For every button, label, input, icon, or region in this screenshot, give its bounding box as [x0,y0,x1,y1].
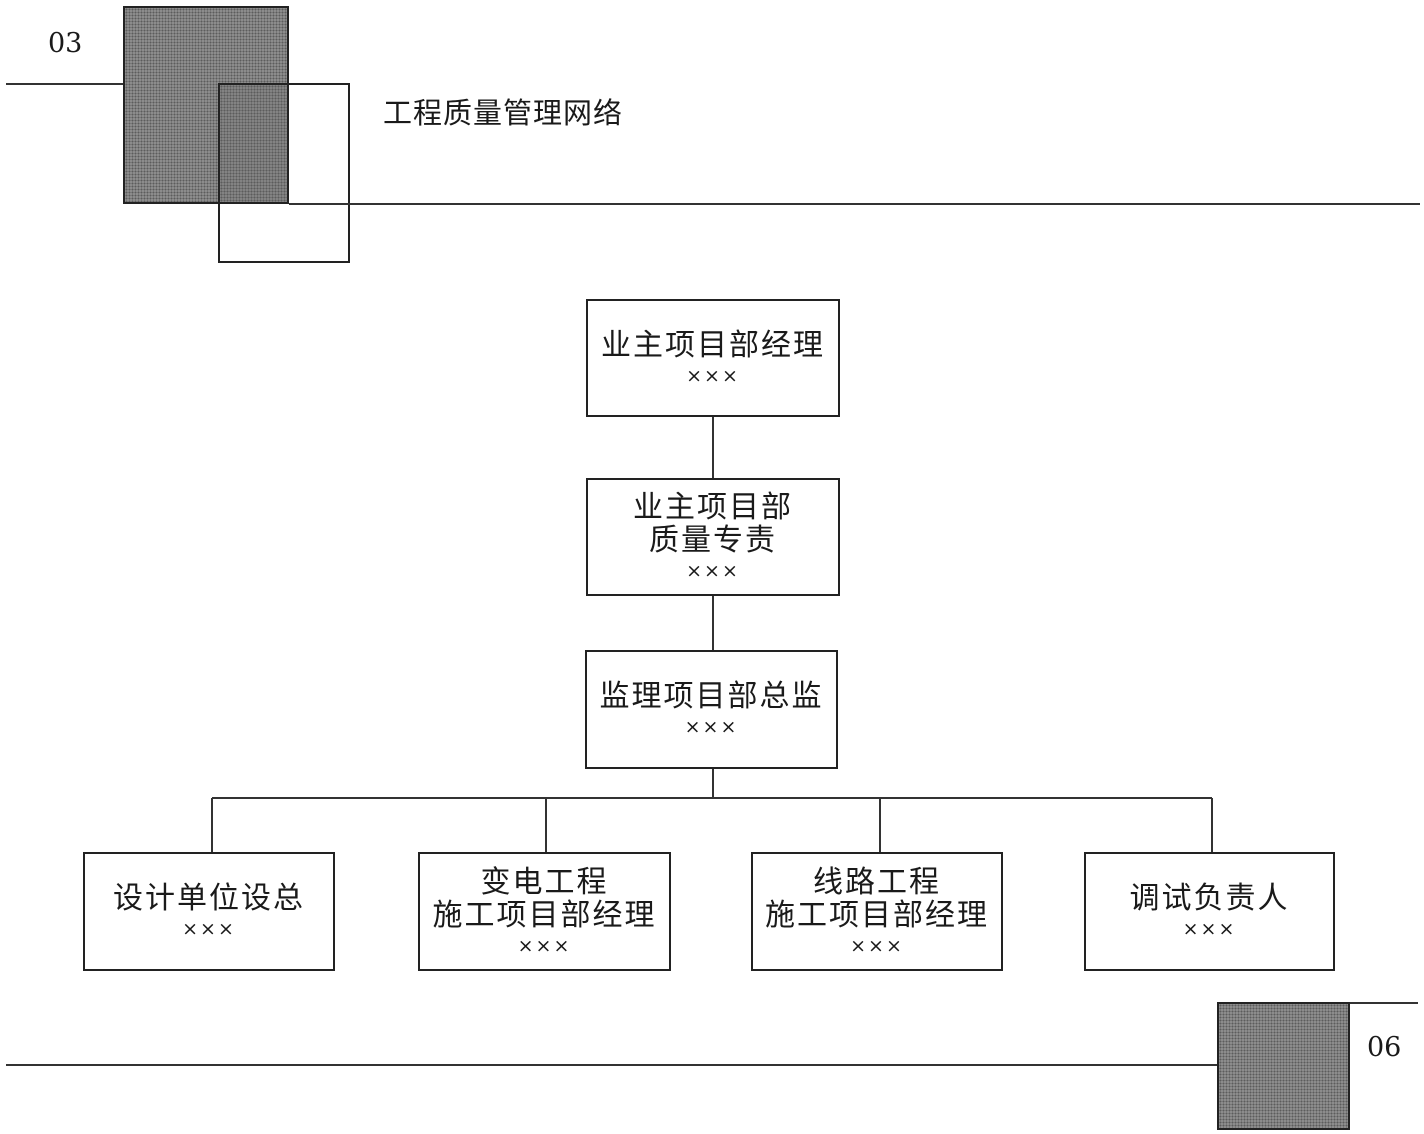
node-title: 变电工程 [480,864,609,900]
node-title-line2: 质量专责 [649,523,777,558]
node-design-chief: 设计单位设总 ××× [83,852,335,971]
node-person: ××× [1182,918,1237,940]
node-title: 调试负责人 [1129,881,1290,916]
node-title-line2: 施工项目部经理 [432,897,657,933]
footer-rule-left [6,1064,1218,1066]
node-title: 业主项目部经理 [601,327,825,363]
node-person: ××× [517,934,572,957]
header-outline-block [218,83,350,263]
node-owner-project-manager: 业主项目部经理 ××× [586,299,840,417]
node-substation-construction-manager: 变电工程 施工项目部经理 ××× [418,852,671,971]
node-title: 监理项目部总监 [599,679,824,714]
node-title-line2: 施工项目部经理 [765,897,989,933]
node-person: ××× [686,364,740,387]
page-number-right: 06 [1367,1032,1402,1063]
header-rule-bottom [289,203,1420,205]
node-person: ××× [686,560,740,582]
page-number-left: 03 [48,28,83,59]
node-chief-supervisor: 监理项目部总监 ××× [585,650,838,769]
footer-shaded-block [1217,1002,1350,1130]
footer-rule-right [1348,1002,1418,1004]
node-owner-quality-officer: 业主项目部 质量专责 ××× [586,478,840,596]
node-person: ××× [684,716,739,738]
section-title: 工程质量管理网络 [383,96,624,130]
node-commissioning-lead: 调试负责人 ××× [1084,852,1335,971]
node-title: 设计单位设总 [113,881,305,916]
node-person: ××× [182,918,236,940]
node-person: ××× [850,934,904,957]
node-title: 业主项目部 [633,490,793,525]
node-title: 线路工程 [813,864,941,900]
node-line-construction-manager: 线路工程 施工项目部经理 ××× [751,852,1003,971]
